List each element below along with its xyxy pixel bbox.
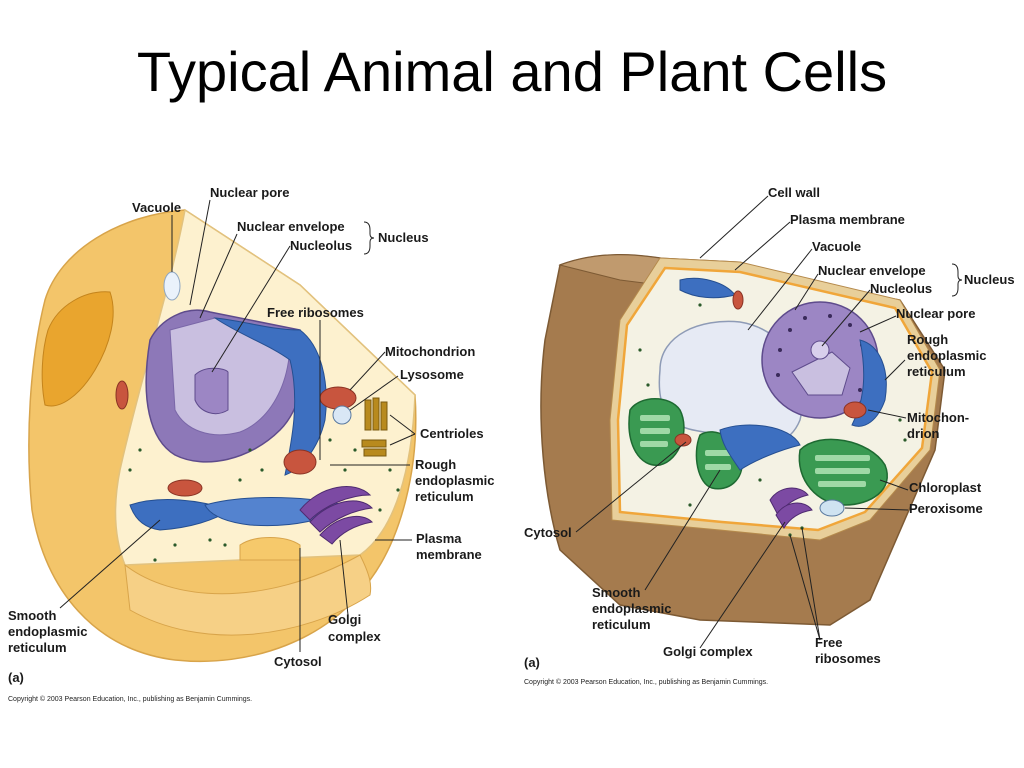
label-animal-lysosome: Lysosome [400, 367, 464, 382]
plant-thylakoids [640, 415, 870, 487]
label-animal-nuclear-envelope: Nuclear envelope [237, 219, 345, 234]
label-animal-plasma-1: Plasma [416, 531, 462, 546]
label-plant-mito-1: Mitochon- [907, 410, 969, 425]
label-plant-cytosol: Cytosol [524, 525, 572, 540]
plant-labels: Cell wall Plasma membrane Vacuole Nuclea… [524, 185, 1015, 686]
animal-lysosome [332, 405, 352, 425]
label-plant-rough-er-3: reticulum [907, 364, 966, 379]
label-animal-smooth-er-3: reticulum [8, 640, 67, 655]
animal-nucleolus [194, 367, 229, 415]
label-plant-chloroplast: Chloroplast [909, 480, 982, 495]
label-plant-free-rib-2: ribosomes [815, 651, 881, 666]
label-plant-nuclear-pore: Nuclear pore [896, 306, 975, 321]
plant-mito-3 [732, 290, 744, 310]
plant-mito-2 [674, 433, 692, 447]
animal-mito-2 [283, 449, 317, 475]
label-animal-panel: (a) [8, 670, 24, 685]
label-plant-rough-er-1: Rough [907, 332, 948, 347]
label-plant-vacuole: Vacuole [812, 239, 861, 254]
label-animal-smooth-er-2: endoplasmic [8, 624, 87, 639]
label-plant-smooth-er-1: Smooth [592, 585, 640, 600]
plant-ribosome-dots [638, 303, 907, 537]
animal-vacuole [163, 271, 181, 301]
animal-cytosol-tube [239, 537, 301, 561]
plant-cell [540, 253, 946, 626]
plant-golgi [769, 487, 813, 529]
label-animal-rough-er-2: endoplasmic [415, 473, 494, 488]
label-plant-smooth-er-2: endoplasmic [592, 601, 671, 616]
label-animal-nucleolus: Nucleolus [290, 238, 352, 253]
animal-mito-3 [167, 479, 203, 497]
plant-leader-lines [575, 195, 963, 649]
label-animal-mitochondrion: Mitochondrion [385, 344, 475, 359]
animal-labels: Vacuole Nuclear pore Nuclear envelope Nu… [8, 185, 494, 703]
label-animal-smooth-er-1: Smooth [8, 608, 56, 623]
plant-mito-1 [843, 401, 867, 419]
label-plant-panel: (a) [524, 655, 540, 670]
label-animal-golgi-1: Golgi [328, 612, 361, 627]
animal-microvilli [41, 291, 114, 407]
label-plant-nuclear-envelope: Nuclear envelope [818, 263, 926, 278]
label-plant-rough-er-2: endoplasmic [907, 348, 986, 363]
animal-smooth-er [129, 499, 232, 531]
label-animal-cytosol: Cytosol [274, 654, 322, 669]
label-animal-nucleus: Nucleus [378, 230, 429, 245]
label-animal-golgi-2: complex [328, 629, 382, 644]
label-plant-cell-wall: Cell wall [768, 185, 820, 200]
label-animal-centrioles: Centrioles [420, 426, 484, 441]
animal-mito-1 [319, 386, 357, 410]
plant-smooth-er [719, 424, 801, 471]
plant-nucleolus [810, 340, 830, 360]
label-plant-smooth-er-3: reticulum [592, 617, 651, 632]
plant-copyright: Copyright © 2003 Pearson Education, Inc.… [524, 678, 768, 686]
plant-peroxisome [819, 499, 845, 517]
animal-copyright: Copyright © 2003 Pearson Education, Inc.… [8, 695, 252, 703]
label-plant-plasma-membrane: Plasma membrane [790, 212, 905, 227]
label-animal-rough-er-1: Rough [415, 457, 456, 472]
label-animal-free-ribosomes: Free ribosomes [267, 305, 364, 320]
label-plant-nucleolus: Nucleolus [870, 281, 932, 296]
label-plant-nucleus: Nucleus [964, 272, 1015, 287]
label-plant-peroxisome: Peroxisome [909, 501, 983, 516]
label-plant-mito-2: drion [907, 426, 940, 441]
animal-golgi [299, 486, 374, 545]
animal-leader-lines [59, 199, 416, 652]
label-plant-golgi: Golgi complex [663, 644, 753, 659]
slide-title: Typical Animal and Plant Cells [136, 40, 888, 103]
animal-cell [28, 208, 417, 663]
label-animal-nuclear-pore: Nuclear pore [210, 185, 289, 200]
label-animal-rough-er-3: reticulum [415, 489, 474, 504]
label-animal-vacuole: Vacuole [132, 200, 181, 215]
label-animal-plasma-2: membrane [416, 547, 482, 562]
label-plant-free-rib-1: Free [815, 635, 842, 650]
animal-centrioles [361, 397, 388, 457]
animal-lower-band [124, 554, 372, 636]
animal-ribosome-dots [128, 438, 400, 562]
animal-mito-4 [115, 380, 129, 410]
